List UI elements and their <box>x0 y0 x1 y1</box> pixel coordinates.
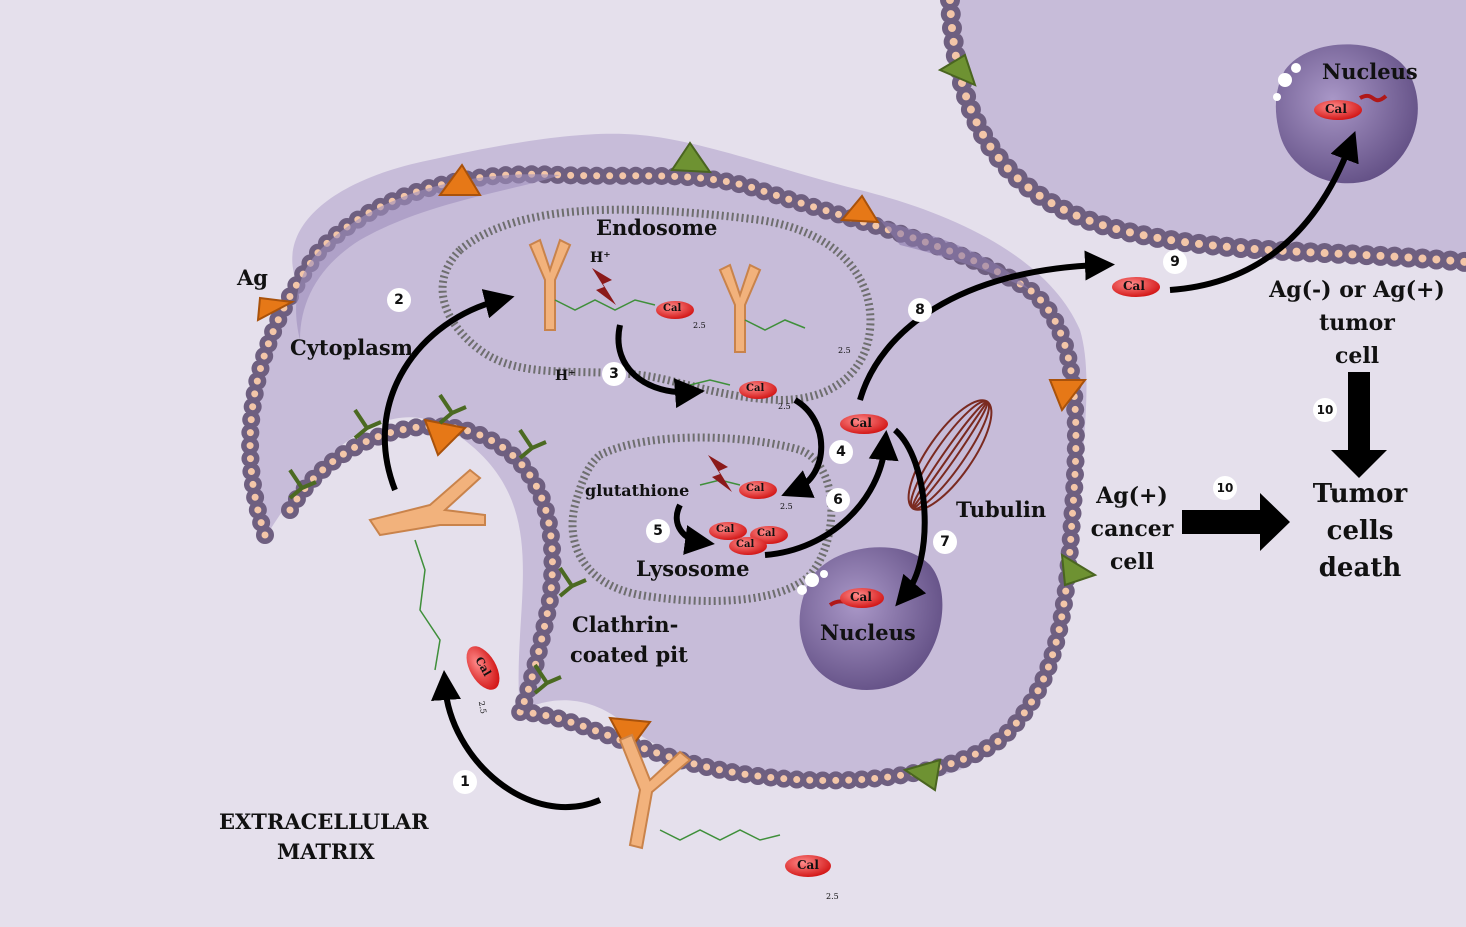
tumor-death-line3: death <box>1318 553 1402 583</box>
clathrin-pit-label-line2: coated pit <box>570 642 688 667</box>
extracellular-label-line1: EXTRACELLULAR <box>219 809 429 834</box>
clathrin-icons <box>288 393 587 695</box>
ag-positive-cell-label: Ag(+) cancer cell <box>1080 480 1184 579</box>
step-2-badge: 2 <box>387 288 411 312</box>
cal-label-nucleus: Cal <box>850 590 872 604</box>
step-7-badge: 7 <box>933 530 957 554</box>
extracellular-label-line2: MATRIX <box>277 839 375 864</box>
subscript-pit: 2.5 <box>476 700 488 715</box>
subscript-endosome-1: 2.5 <box>693 321 706 330</box>
cal-label-free-3: Cal <box>736 539 755 550</box>
cal-label-released: Cal <box>746 383 765 394</box>
clathrin-pit-label-line1: Clathrin- <box>572 612 679 637</box>
cleavage-bolt-icons <box>592 268 732 492</box>
subscript-endosome-2: 2.5 <box>838 346 851 355</box>
cal-label-neighbor-nucleus: Cal <box>1325 102 1347 116</box>
lysosome-membrane <box>568 433 836 605</box>
ag-negative-line1: Ag(-) or Ag(+) <box>1269 277 1445 303</box>
lysosome-label: Lysosome <box>636 556 750 581</box>
step-5-badge: 5 <box>646 519 670 543</box>
tumor-death-line1: Tumor <box>1312 479 1408 509</box>
proton-label-1: H⁺ <box>590 250 611 266</box>
ag-positive-line1: Ag(+) <box>1096 483 1168 509</box>
step-1-badge: 1 <box>453 770 477 794</box>
tumor-death-line2: cells <box>1326 516 1394 546</box>
step-6-badge: 6 <box>826 488 850 512</box>
step-10-badge-b: 10 <box>1313 398 1337 422</box>
cal-label-cytosol: Cal <box>850 416 872 430</box>
cal-label-lysosome: Cal <box>746 483 765 494</box>
linker-icons <box>414 299 806 841</box>
antibody-icons <box>368 238 762 850</box>
proton-label-2: H⁺ <box>555 368 576 384</box>
step-10-badge-a: 10 <box>1213 476 1237 500</box>
ag-positive-line2: cancer <box>1090 516 1174 542</box>
ag-negative-cell-label: Ag(-) or Ag(+) tumor cell <box>1262 274 1452 373</box>
block-arrows <box>1182 372 1387 551</box>
calicheamicin-payloads <box>466 100 1362 877</box>
tumor-death-label: Tumor cells death <box>1300 476 1420 587</box>
ag-negative-line3: cell <box>1334 343 1380 369</box>
nucleus-main-label: Nucleus <box>820 620 916 645</box>
cal-label-extracellular: Cal <box>797 858 819 872</box>
antigen-label: Ag <box>237 265 268 290</box>
tubulin-label: Tubulin <box>956 497 1047 522</box>
endosome-membrane <box>438 205 875 405</box>
step-8-badge: 8 <box>908 298 932 322</box>
subscript-extracellular: 2.5 <box>826 892 839 901</box>
flow-arrows <box>381 130 1359 811</box>
step-9-badge: 9 <box>1163 250 1187 274</box>
subscript-released: 2.5 <box>778 402 791 411</box>
nucleus-neighbor-label: Nucleus <box>1322 59 1418 84</box>
cal-label-free-1: Cal <box>716 524 735 535</box>
glutathione-label: glutathione <box>585 481 690 500</box>
ag-negative-line2: tumor <box>1319 310 1395 336</box>
step-3-badge: 3 <box>602 362 626 386</box>
cal-label-endosome: Cal <box>663 303 682 314</box>
subscript-lysosome: 2.5 <box>780 502 793 511</box>
cal-label-free-2: Cal <box>757 528 776 539</box>
cal-label-bystander: Cal <box>1123 279 1145 293</box>
ag-positive-line3: cell <box>1109 549 1155 575</box>
endosome-label: Endosome <box>596 215 718 240</box>
step-4-badge: 4 <box>829 440 853 464</box>
cytoplasm-label: Cytoplasm <box>290 335 413 360</box>
